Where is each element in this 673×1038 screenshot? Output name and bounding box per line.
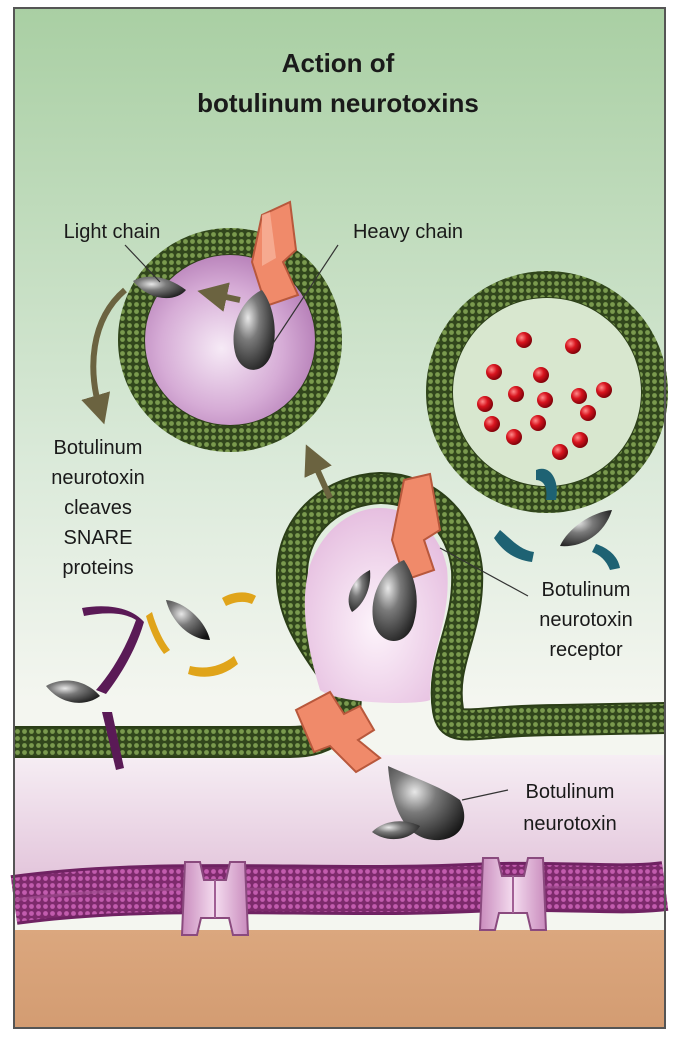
neurotransmitter-sphere xyxy=(477,396,493,412)
cleaves-label-line-1: Botulinum xyxy=(54,437,143,459)
cytoplasm-area xyxy=(14,930,665,1028)
neurotransmitter-sphere xyxy=(484,416,500,432)
receptor-label-line-1: Botulinum xyxy=(542,579,631,601)
neurotransmitter-sphere xyxy=(530,415,546,431)
neurotransmitter-sphere xyxy=(516,332,532,348)
cleaves-label-line-2: neurotoxin xyxy=(51,467,144,489)
diagram-title-line-2: botulinum neurotoxins xyxy=(197,88,479,118)
toxin-label-line-2: neurotoxin xyxy=(523,813,616,835)
neurotransmitter-sphere xyxy=(506,429,522,445)
diagram-title-line-1: Action of xyxy=(282,48,395,78)
neurotransmitter-sphere xyxy=(572,432,588,448)
cleaves-label-line-5: proteins xyxy=(62,557,133,579)
neurotransmitter-sphere xyxy=(571,388,587,404)
cleaves-label-line-3: cleaves xyxy=(64,497,132,519)
neurotransmitter-sphere xyxy=(596,382,612,398)
neurotransmitter-sphere xyxy=(486,364,502,380)
neurotransmitter-sphere xyxy=(533,367,549,383)
neurotransmitter-sphere xyxy=(565,338,581,354)
neurotransmitter-sphere xyxy=(552,444,568,460)
neurotransmitter-sphere xyxy=(537,392,553,408)
bottom-membrane xyxy=(14,886,665,900)
neurotransmitter-sphere xyxy=(508,386,524,402)
neurotransmitter-sphere xyxy=(580,405,596,421)
receptor-label-line-2: neurotoxin xyxy=(539,609,632,631)
toxin-label-line-1: Botulinum xyxy=(526,781,615,803)
cleaves-label-line-4: SNARE xyxy=(64,527,133,549)
heavy-chain-label: Heavy chain xyxy=(353,221,463,243)
light-chain-label: Light chain xyxy=(64,221,161,243)
receptor-label-line-3: receptor xyxy=(549,639,623,661)
endosome-vesicle xyxy=(129,239,331,441)
synaptic-vesicle xyxy=(437,282,657,502)
